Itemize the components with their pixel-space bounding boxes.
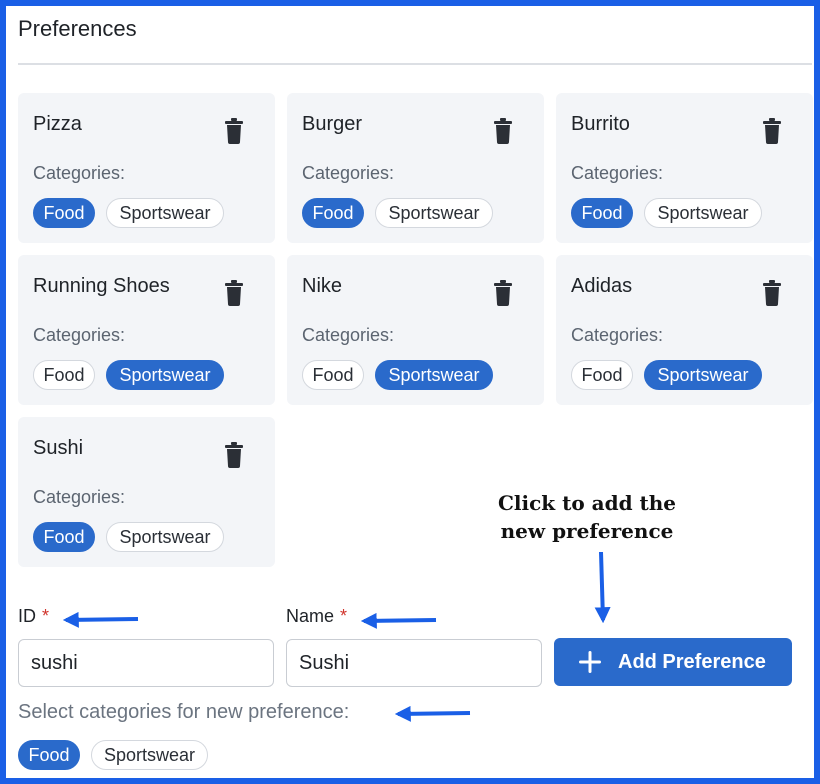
add-preference-button[interactable]: Add Preference bbox=[554, 638, 792, 686]
preference-name: Sushi bbox=[33, 437, 84, 459]
new-chip-food[interactable]: Food bbox=[18, 740, 80, 770]
chip-sportswear[interactable]: Sportswear bbox=[375, 360, 493, 390]
chip-food[interactable]: Food bbox=[302, 360, 364, 390]
preference-name: Adidas bbox=[571, 275, 633, 297]
name-input[interactable]: Sushi bbox=[286, 639, 542, 687]
required-mark: * bbox=[42, 606, 50, 626]
chip-sportswear[interactable]: Sportswear bbox=[644, 360, 762, 390]
preference-card: Nike Categories: Food Sportswear bbox=[287, 255, 544, 405]
categories-label: Categories: bbox=[33, 163, 126, 183]
annotation-text: Click to add the new preference bbox=[492, 489, 682, 545]
preference-name: Running Shoes bbox=[33, 275, 170, 297]
categories-label: Categories: bbox=[33, 487, 126, 507]
trash-icon[interactable] bbox=[224, 118, 244, 144]
chip-sportswear[interactable]: Sportswear bbox=[106, 360, 224, 390]
trash-icon[interactable] bbox=[493, 118, 513, 144]
trash-icon[interactable] bbox=[224, 280, 244, 306]
trash-icon[interactable] bbox=[762, 280, 782, 306]
preference-name: Pizza bbox=[33, 113, 82, 135]
id-input[interactable]: sushi bbox=[18, 639, 274, 687]
new-chip-sportswear[interactable]: Sportswear bbox=[91, 740, 208, 770]
trash-icon[interactable] bbox=[224, 442, 244, 468]
id-field-label: ID * bbox=[18, 606, 49, 627]
preference-card: Burrito Categories: Food Sportswear bbox=[556, 93, 813, 243]
categories-label: Categories: bbox=[302, 163, 395, 183]
chip-food[interactable]: Food bbox=[33, 360, 95, 390]
chip-sportswear[interactable]: Sportswear bbox=[106, 198, 224, 228]
plus-icon bbox=[579, 651, 601, 673]
annotation-line: Click to add the bbox=[497, 491, 677, 515]
categories-label: Categories: bbox=[302, 325, 395, 345]
id-label-text: ID bbox=[18, 606, 36, 626]
chip-sportswear[interactable]: Sportswear bbox=[644, 198, 762, 228]
trash-icon[interactable] bbox=[762, 118, 782, 144]
required-mark: * bbox=[340, 606, 348, 626]
add-preference-label: Add Preference bbox=[618, 651, 766, 673]
select-categories-label: Select categories for new preference: bbox=[18, 701, 350, 723]
chip-sportswear[interactable]: Sportswear bbox=[106, 522, 224, 552]
preference-card: Adidas Categories: Food Sportswear bbox=[556, 255, 813, 405]
preference-card: Sushi Categories: Food Sportswear bbox=[18, 417, 275, 567]
name-field-label: Name* bbox=[286, 606, 347, 627]
preference-card: Running Shoes Categories: Food Sportswea… bbox=[18, 255, 275, 405]
preference-card: Burger Categories: Food Sportswear bbox=[287, 93, 544, 243]
categories-label: Categories: bbox=[571, 163, 664, 183]
preference-card: Pizza Categories: Food Sportswear bbox=[18, 93, 275, 243]
preference-name: Burrito bbox=[571, 113, 630, 135]
chip-food[interactable]: Food bbox=[33, 522, 95, 552]
name-label-text: Name bbox=[286, 606, 335, 626]
chip-food[interactable]: Food bbox=[571, 198, 633, 228]
page-title: Preferences bbox=[18, 16, 137, 41]
preference-name: Nike bbox=[302, 275, 343, 297]
annotation-line: new preference bbox=[500, 519, 674, 543]
chip-food[interactable]: Food bbox=[302, 198, 364, 228]
categories-label: Categories: bbox=[571, 325, 664, 345]
chip-food[interactable]: Food bbox=[571, 360, 633, 390]
title-divider bbox=[18, 63, 812, 65]
chip-food[interactable]: Food bbox=[33, 198, 95, 228]
categories-label: Categories: bbox=[33, 325, 126, 345]
chip-sportswear[interactable]: Sportswear bbox=[375, 198, 493, 228]
preference-name: Burger bbox=[302, 113, 363, 135]
trash-icon[interactable] bbox=[493, 280, 513, 306]
